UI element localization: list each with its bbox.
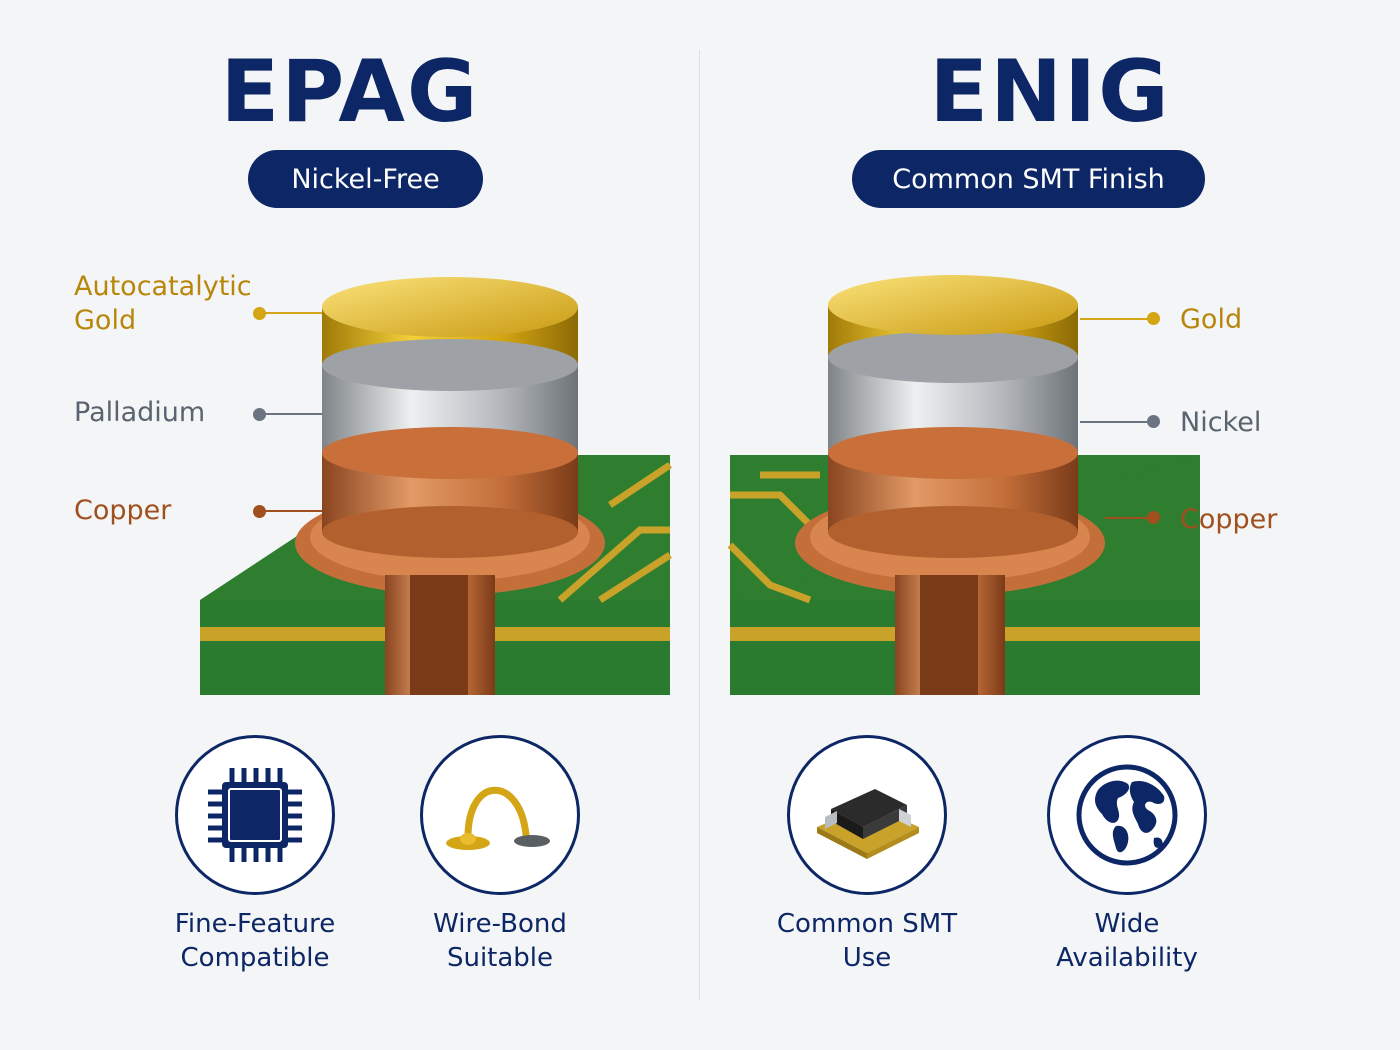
enig-feature-smt-circle [787, 735, 947, 895]
epag-gold-leader [262, 312, 322, 314]
enig-title: ENIG [929, 42, 1171, 142]
epag-pcb-trace-3 [608, 462, 672, 508]
epag-layer-label-gold: Autocatalytic Gold [74, 270, 252, 338]
epag-title: EPAG [220, 42, 480, 142]
enig-nickel-dot [1147, 415, 1160, 428]
epag-panel: EPAG Nickel-Free Autocatalytic Gold Pall… [74, 42, 672, 975]
enig-layer-label-nickel: Nickel [1180, 407, 1262, 438]
epag-layer-label-copper: Copper [74, 495, 172, 526]
epag-pad-cross-section [200, 277, 672, 695]
epag-feature-fine-feature: Fine-Feature Compatible [125, 735, 385, 975]
epag-copper-dot [253, 505, 266, 518]
epag-copper-leader [262, 510, 322, 512]
enig-copper-dot [1147, 511, 1160, 524]
epag-badge: Nickel-Free [248, 150, 483, 208]
enig-layer-label-copper: Copper [1180, 504, 1278, 535]
enig-panel: ENIG Common SMT Finish Gold Nickel [700, 0, 1400, 1050]
epag-palladium-dot [253, 408, 266, 421]
wire-bond-icon [446, 786, 550, 850]
enig-pcb-trace-2 [727, 542, 812, 604]
epag-palladium-leader [262, 413, 322, 415]
enig-gold-dot [1147, 312, 1160, 325]
epag-feature-wire-bond-circle [420, 735, 580, 895]
enig-gold-top [828, 275, 1078, 335]
epag-layer-label-palladium: Palladium [74, 397, 206, 428]
enig-nickel-leader [1080, 421, 1152, 423]
smt-component-icon [817, 789, 919, 859]
enig-feature-availability: Wide Availability [997, 735, 1257, 975]
epag-gold-dot [253, 307, 266, 320]
globe-icon [1076, 764, 1178, 866]
epag-pcb-trace-2 [598, 552, 672, 603]
enig-pad-cross-section [727, 275, 1200, 695]
epag-feature-wire-bond: Wire-Bond Suitable [370, 735, 630, 975]
epag-feature-wire-bond-label: Wire-Bond Suitable [433, 909, 567, 973]
enig-feature-smt: Common SMT Use [737, 735, 997, 975]
enig-copper-leader [1105, 517, 1152, 519]
epag-feature-fine-feature-circle [175, 735, 335, 895]
enig-feature-availability-label: Wide Availability [1056, 909, 1198, 973]
chip-icon [208, 768, 302, 862]
enig-layer-label-gold: Gold [1180, 304, 1243, 335]
epag-feature-fine-feature-label: Fine-Feature Compatible [174, 909, 336, 973]
epag-layer-gold-text: Autocatalytic Gold [74, 271, 252, 336]
panel-divider [699, 50, 700, 1000]
enig-feature-availability-circle [1047, 735, 1207, 895]
enig-gold-leader [1080, 318, 1152, 320]
epag-pcb-trace-1 [557, 526, 670, 603]
enig-feature-smt-label: Common SMT Use [776, 909, 958, 973]
enig-badge: Common SMT Finish [852, 150, 1205, 208]
epag-gold-top [322, 277, 578, 337]
